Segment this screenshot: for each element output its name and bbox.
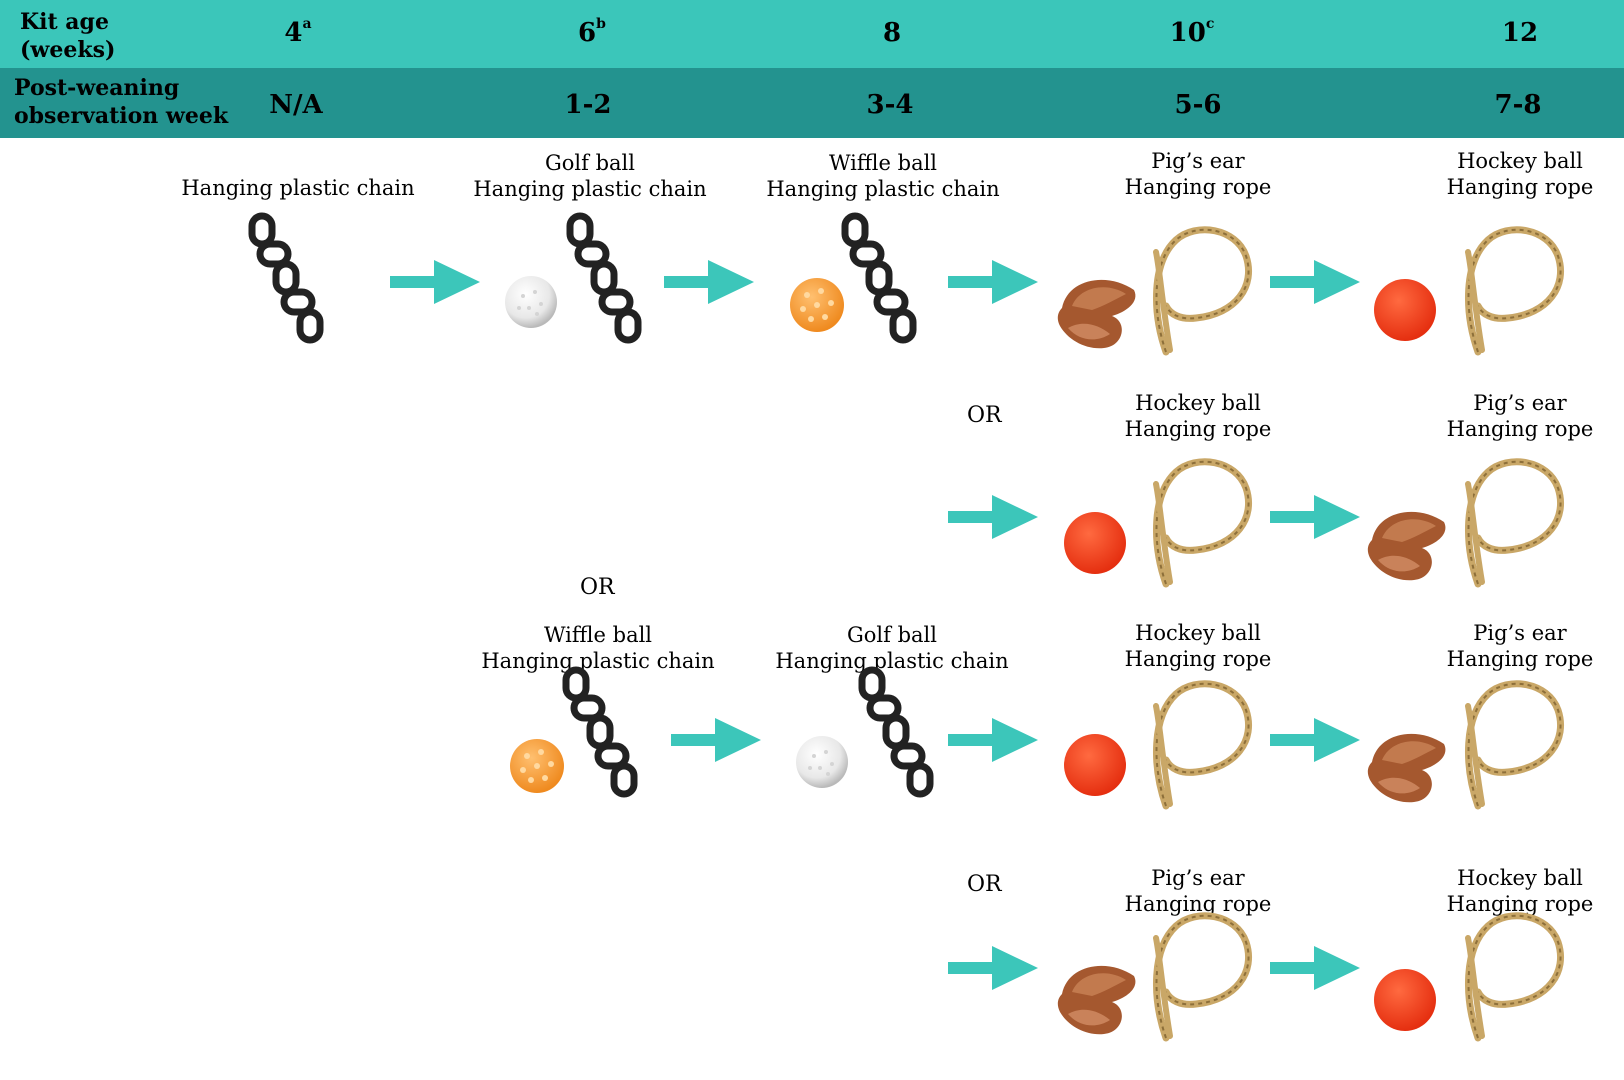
pigs-ear-icon	[1367, 733, 1446, 803]
week-cell-3: 3-4	[866, 90, 914, 120]
hockey-ball-icon	[1374, 969, 1436, 1031]
rope-icon	[1156, 230, 1249, 352]
label-c1: Hanging plastic chain	[181, 176, 415, 200]
or-label-3: OR	[967, 872, 1002, 897]
rope-icon	[1468, 684, 1561, 806]
arrow-icon	[948, 718, 1038, 762]
age-cell-2: 6b	[578, 16, 606, 48]
chain-icon	[252, 216, 320, 340]
or-label-2: OR	[580, 575, 615, 600]
chain-icon	[566, 670, 634, 794]
kit-age-label: Kit age (weeks)	[20, 9, 116, 63]
arrow-icon	[664, 260, 754, 304]
or-label-1: OR	[967, 403, 1002, 428]
arrow-icon	[390, 260, 480, 304]
rope-icon	[1156, 916, 1249, 1038]
arrow-icon	[948, 260, 1038, 304]
arrow-icon	[948, 495, 1038, 539]
chain-icon	[845, 216, 913, 340]
hockey-ball-icon	[1374, 279, 1436, 341]
arrow-icon	[1270, 718, 1360, 762]
golf-ball-icon	[796, 736, 848, 788]
rope-icon	[1468, 462, 1561, 584]
chain-icon	[570, 216, 638, 340]
rope-icon	[1468, 230, 1561, 352]
rope-icon	[1468, 916, 1561, 1038]
age-cell-3: 8	[882, 18, 902, 48]
rope-icon	[1156, 684, 1249, 806]
pigs-ear-icon	[1057, 965, 1136, 1035]
pigs-ear-icon	[1367, 511, 1446, 581]
hockey-ball-icon	[1064, 512, 1126, 574]
arrow-icon	[1270, 260, 1360, 304]
arrow-icon	[671, 718, 761, 762]
age-cell-1: 4a	[284, 16, 312, 48]
week-cell-1: N/A	[269, 90, 323, 120]
age-cell-5: 12	[1501, 18, 1539, 48]
arrow-icon	[1270, 946, 1360, 990]
week-cell-5: 7-8	[1494, 90, 1542, 120]
hockey-ball-icon	[1064, 734, 1126, 796]
wiffle-ball-icon	[510, 739, 564, 793]
rope-icon	[1156, 462, 1249, 584]
pigs-ear-icon	[1057, 279, 1136, 349]
kit-age-header-row	[0, 0, 1624, 68]
wiffle-ball-icon	[790, 278, 844, 332]
observation-week-header-row	[0, 68, 1624, 138]
age-cell-4: 10c	[1169, 16, 1215, 48]
chain-icon	[862, 670, 930, 794]
arrow-icon	[948, 946, 1038, 990]
arrow-icon	[1270, 495, 1360, 539]
week-cell-4: 5-6	[1174, 90, 1222, 120]
observation-week-label: Post-weaning observation week	[14, 75, 229, 129]
week-cell-2: 1-2	[564, 90, 612, 120]
golf-ball-icon	[505, 276, 557, 328]
